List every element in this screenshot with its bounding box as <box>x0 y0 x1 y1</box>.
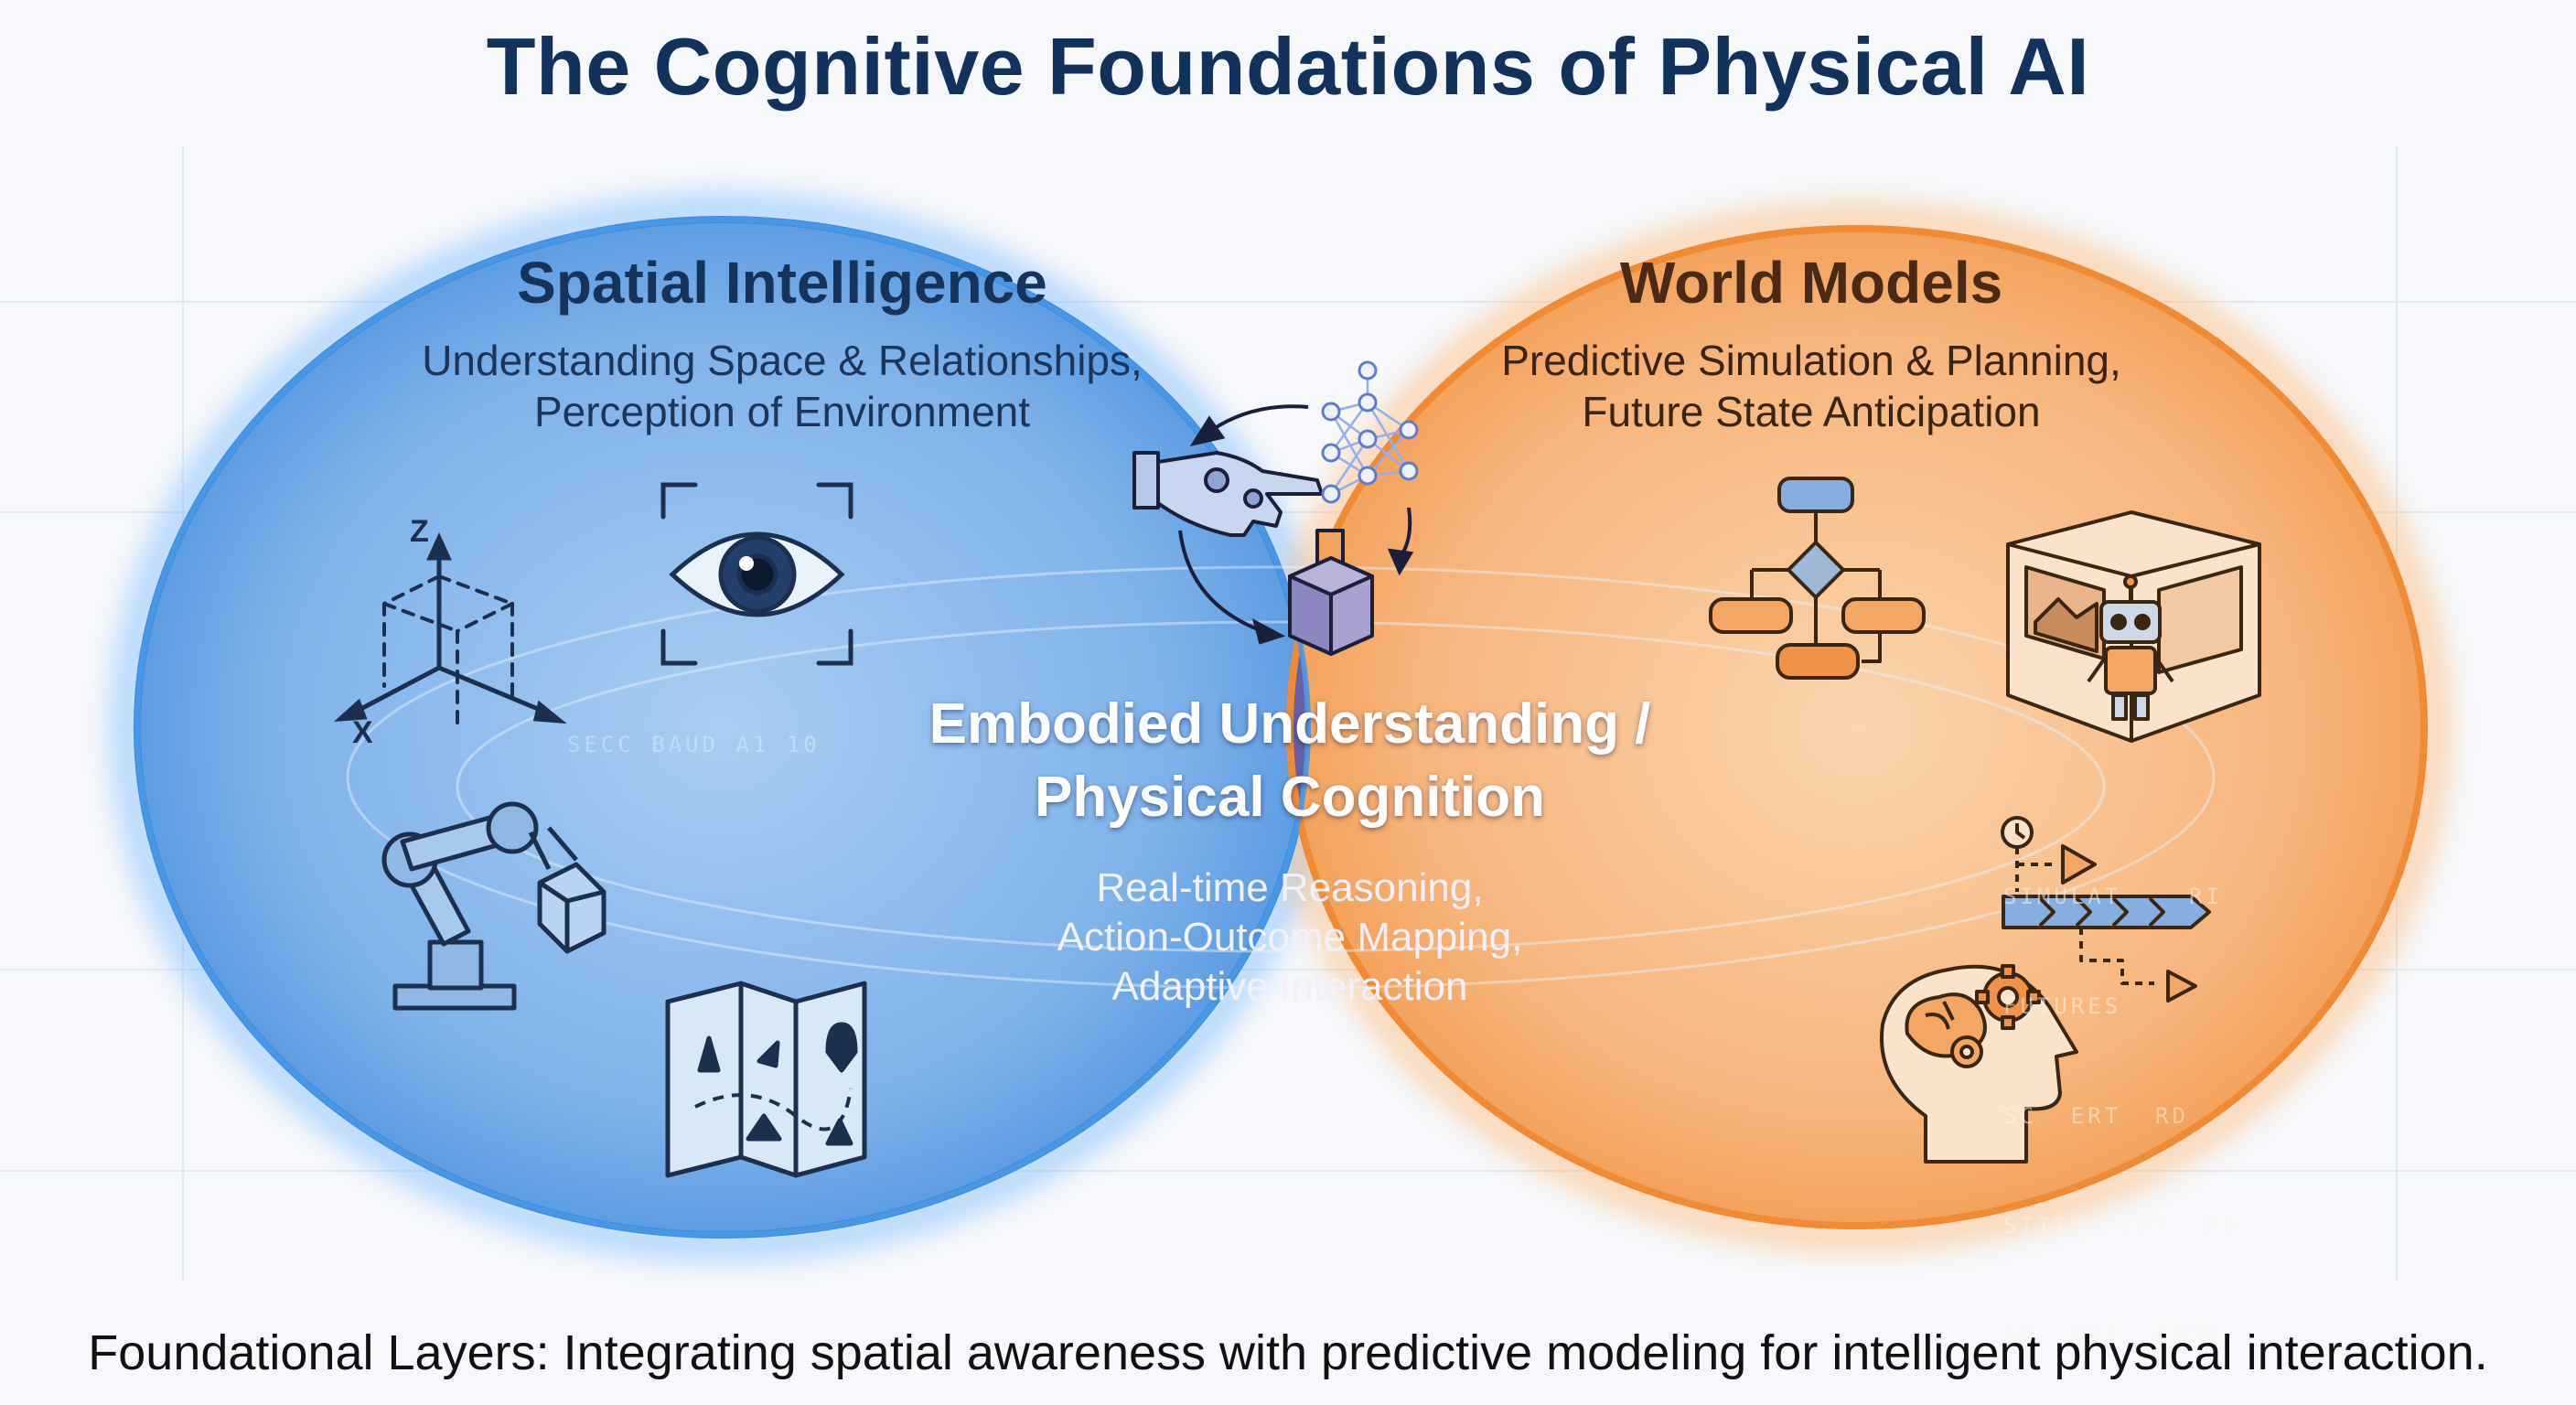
page-title: The Cognitive Foundations of Physical AI <box>486 21 2090 112</box>
world-models-heading: World Models <box>1619 250 2003 316</box>
faint-text-left: SECC BAUD A1 10 <box>567 732 821 757</box>
3d-axes-icon <box>333 531 567 724</box>
flowchart-icon <box>1709 477 1926 680</box>
robot-in-room-icon <box>2006 510 2261 743</box>
cycle-arrows-icon <box>1178 404 1414 645</box>
spatial-intelligence-description: Understanding Space & Relationships, Per… <box>422 337 1143 435</box>
robotic-arm-icon <box>381 801 606 1011</box>
map-icon <box>665 981 867 1178</box>
x-axis-label: X <box>352 715 373 750</box>
z-axis-label: Z <box>410 514 429 549</box>
faint-text-right: SIMULAT RI FUTURES SC ERT RD STITE IRT R… <box>2003 884 2240 1348</box>
brain-gears-icon <box>1880 964 2078 1164</box>
cube-icon <box>1288 529 1374 656</box>
eye-icon <box>660 482 853 666</box>
embodied-understanding-intersection <box>1286 225 1308 1229</box>
embodied-understanding-description: Real-time Reasoning, Action-Outcome Mapp… <box>1057 865 1523 1009</box>
world-models-description: Predictive Simulation & Planning, Future… <box>1501 337 2121 435</box>
footer-caption: Foundational Layers: Integrating spatial… <box>88 1325 2488 1380</box>
spatial-intelligence-heading: Spatial Intelligence <box>517 250 1047 316</box>
embodied-understanding-heading: Embodied Understanding / Physical Cognit… <box>928 692 1651 829</box>
timeline-icon <box>2001 816 2211 1003</box>
robot-hand-icon <box>1132 451 1324 537</box>
neural-network-icon <box>1321 360 1419 504</box>
orbit-lines <box>346 565 2216 990</box>
